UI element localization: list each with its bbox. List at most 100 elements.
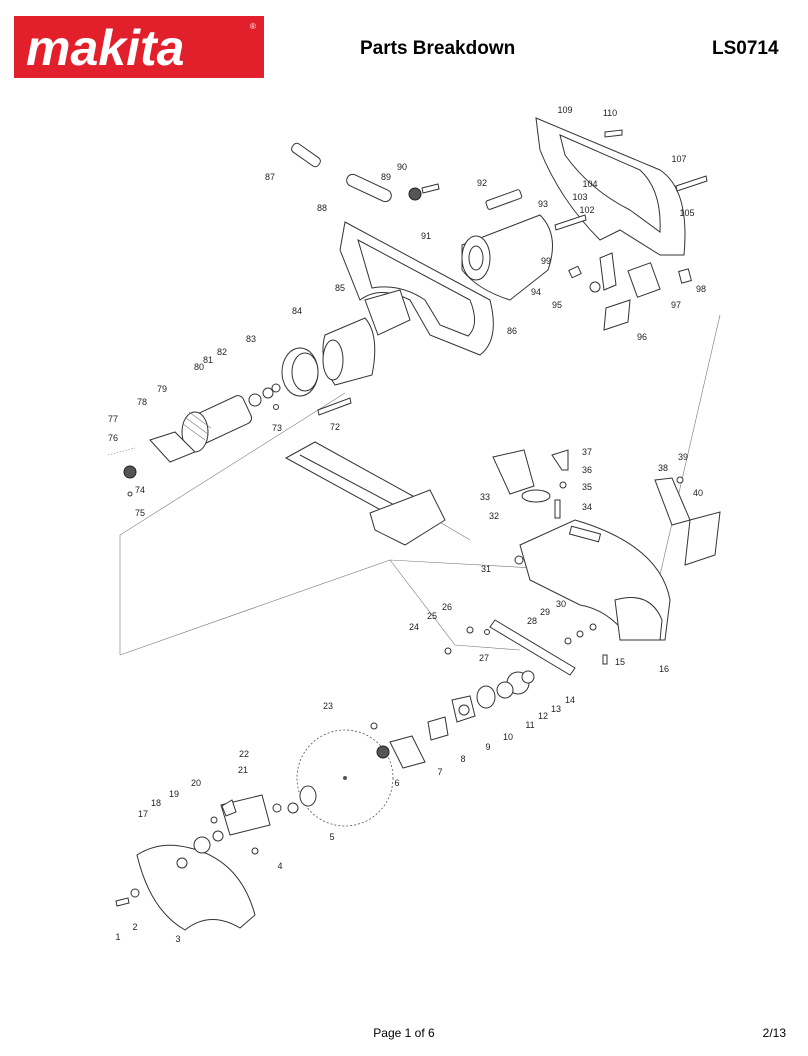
callout-80: 80 [194, 362, 204, 372]
callout-94: 94 [531, 287, 541, 297]
callout-39: 39 [678, 452, 688, 462]
spindle-assembly [427, 670, 535, 741]
handle-small-parts [291, 129, 708, 331]
callout-27: 27 [479, 653, 489, 663]
callout-81: 81 [203, 355, 213, 365]
handle-86 [339, 221, 494, 356]
callout-2: 2 [132, 922, 137, 932]
callout-40: 40 [693, 488, 703, 498]
callout-75: 75 [135, 508, 145, 518]
center-cover [210, 794, 282, 855]
page-title: Parts Breakdown [360, 38, 516, 59]
callout-95: 95 [552, 300, 562, 310]
callout-79: 79 [157, 384, 167, 394]
part-callouts: 1234567891011121314151617181920212223242… [108, 105, 706, 944]
dust-nozzle-33 [492, 449, 569, 519]
callout-29: 29 [540, 607, 550, 617]
blade-case-16 [514, 519, 671, 641]
callout-74: 74 [135, 485, 145, 495]
callout-28: 28 [527, 616, 537, 626]
callout-87: 87 [265, 172, 275, 182]
callout-86: 86 [507, 326, 517, 336]
callout-91: 91 [421, 231, 431, 241]
exploded-parts-diagram: 1234567891011121314151617181920212223242… [107, 105, 721, 944]
callout-4: 4 [277, 861, 282, 871]
callout-103: 103 [572, 192, 587, 202]
callout-1: 1 [115, 932, 120, 942]
callout-110: 110 [603, 108, 617, 118]
field-assembly-84 [322, 289, 411, 386]
callout-72: 72 [330, 422, 340, 432]
callout-24: 24 [409, 622, 419, 632]
callout-105: 105 [679, 208, 694, 218]
callout-23: 23 [323, 701, 333, 711]
saw-blade [296, 729, 394, 827]
callout-73: 73 [272, 423, 282, 433]
callout-34: 34 [582, 502, 592, 512]
callout-5: 5 [329, 832, 334, 842]
callout-15: 15 [615, 657, 625, 667]
safety-guard-3 [115, 836, 256, 931]
callout-8: 8 [460, 754, 465, 764]
callout-22: 22 [239, 749, 249, 759]
registered-mark: ® [250, 22, 256, 31]
callout-33: 33 [480, 492, 490, 502]
callout-36: 36 [582, 465, 592, 475]
makita-logo: makita ® [14, 16, 264, 78]
armature-79 [181, 395, 253, 453]
sheet-count: 2/13 [762, 1026, 786, 1040]
callout-85: 85 [335, 283, 345, 293]
callout-37: 37 [582, 447, 592, 457]
callout-20: 20 [191, 778, 201, 788]
bearings [248, 383, 352, 416]
callout-17: 17 [138, 809, 148, 819]
callout-10: 10 [503, 732, 513, 742]
callout-102: 102 [579, 205, 594, 215]
callout-25: 25 [427, 611, 437, 621]
callout-88: 88 [317, 203, 327, 213]
callout-83: 83 [246, 334, 256, 344]
callout-84: 84 [292, 306, 302, 316]
baffle-ring-83 [281, 347, 319, 397]
link-plate-27 [444, 619, 608, 676]
callout-78: 78 [137, 397, 147, 407]
logo-background [14, 16, 264, 78]
callout-35: 35 [582, 482, 592, 492]
callout-90: 90 [397, 162, 407, 172]
flanges [287, 722, 426, 814]
callout-92: 92 [477, 178, 487, 188]
callout-77: 77 [108, 414, 118, 424]
callout-96: 96 [637, 332, 647, 342]
callout-82: 82 [217, 347, 227, 357]
motor-housing-91 [461, 214, 553, 301]
callout-32: 32 [489, 511, 499, 521]
fan-baffle-77 [107, 431, 196, 497]
safety-cover-40 [654, 476, 721, 566]
callout-21: 21 [238, 765, 248, 775]
model-number: LS0714 [712, 38, 779, 59]
callout-7: 7 [437, 767, 442, 777]
callout-31: 31 [481, 564, 491, 574]
callout-99: 99 [541, 256, 551, 266]
callout-98: 98 [696, 284, 706, 294]
callout-38: 38 [658, 463, 668, 473]
callout-13: 13 [551, 704, 561, 714]
callout-109: 109 [557, 105, 572, 115]
callout-19: 19 [169, 789, 179, 799]
callout-11: 11 [525, 720, 534, 730]
callout-93: 93 [538, 199, 548, 209]
page-indicator: Page 1 of 6 [373, 1026, 435, 1040]
rear-handle-109 [535, 117, 686, 256]
callout-107: 107 [671, 154, 686, 164]
callout-14: 14 [565, 695, 575, 705]
logo-wordmark: makita [26, 20, 184, 76]
callout-104: 104 [582, 179, 597, 189]
callout-30: 30 [556, 599, 566, 609]
callout-16: 16 [659, 664, 669, 674]
callout-76: 76 [108, 433, 118, 443]
callout-89: 89 [381, 172, 391, 182]
callout-9: 9 [485, 742, 490, 752]
callout-26: 26 [442, 602, 452, 612]
callout-97: 97 [671, 300, 681, 310]
callout-6: 6 [394, 778, 399, 788]
